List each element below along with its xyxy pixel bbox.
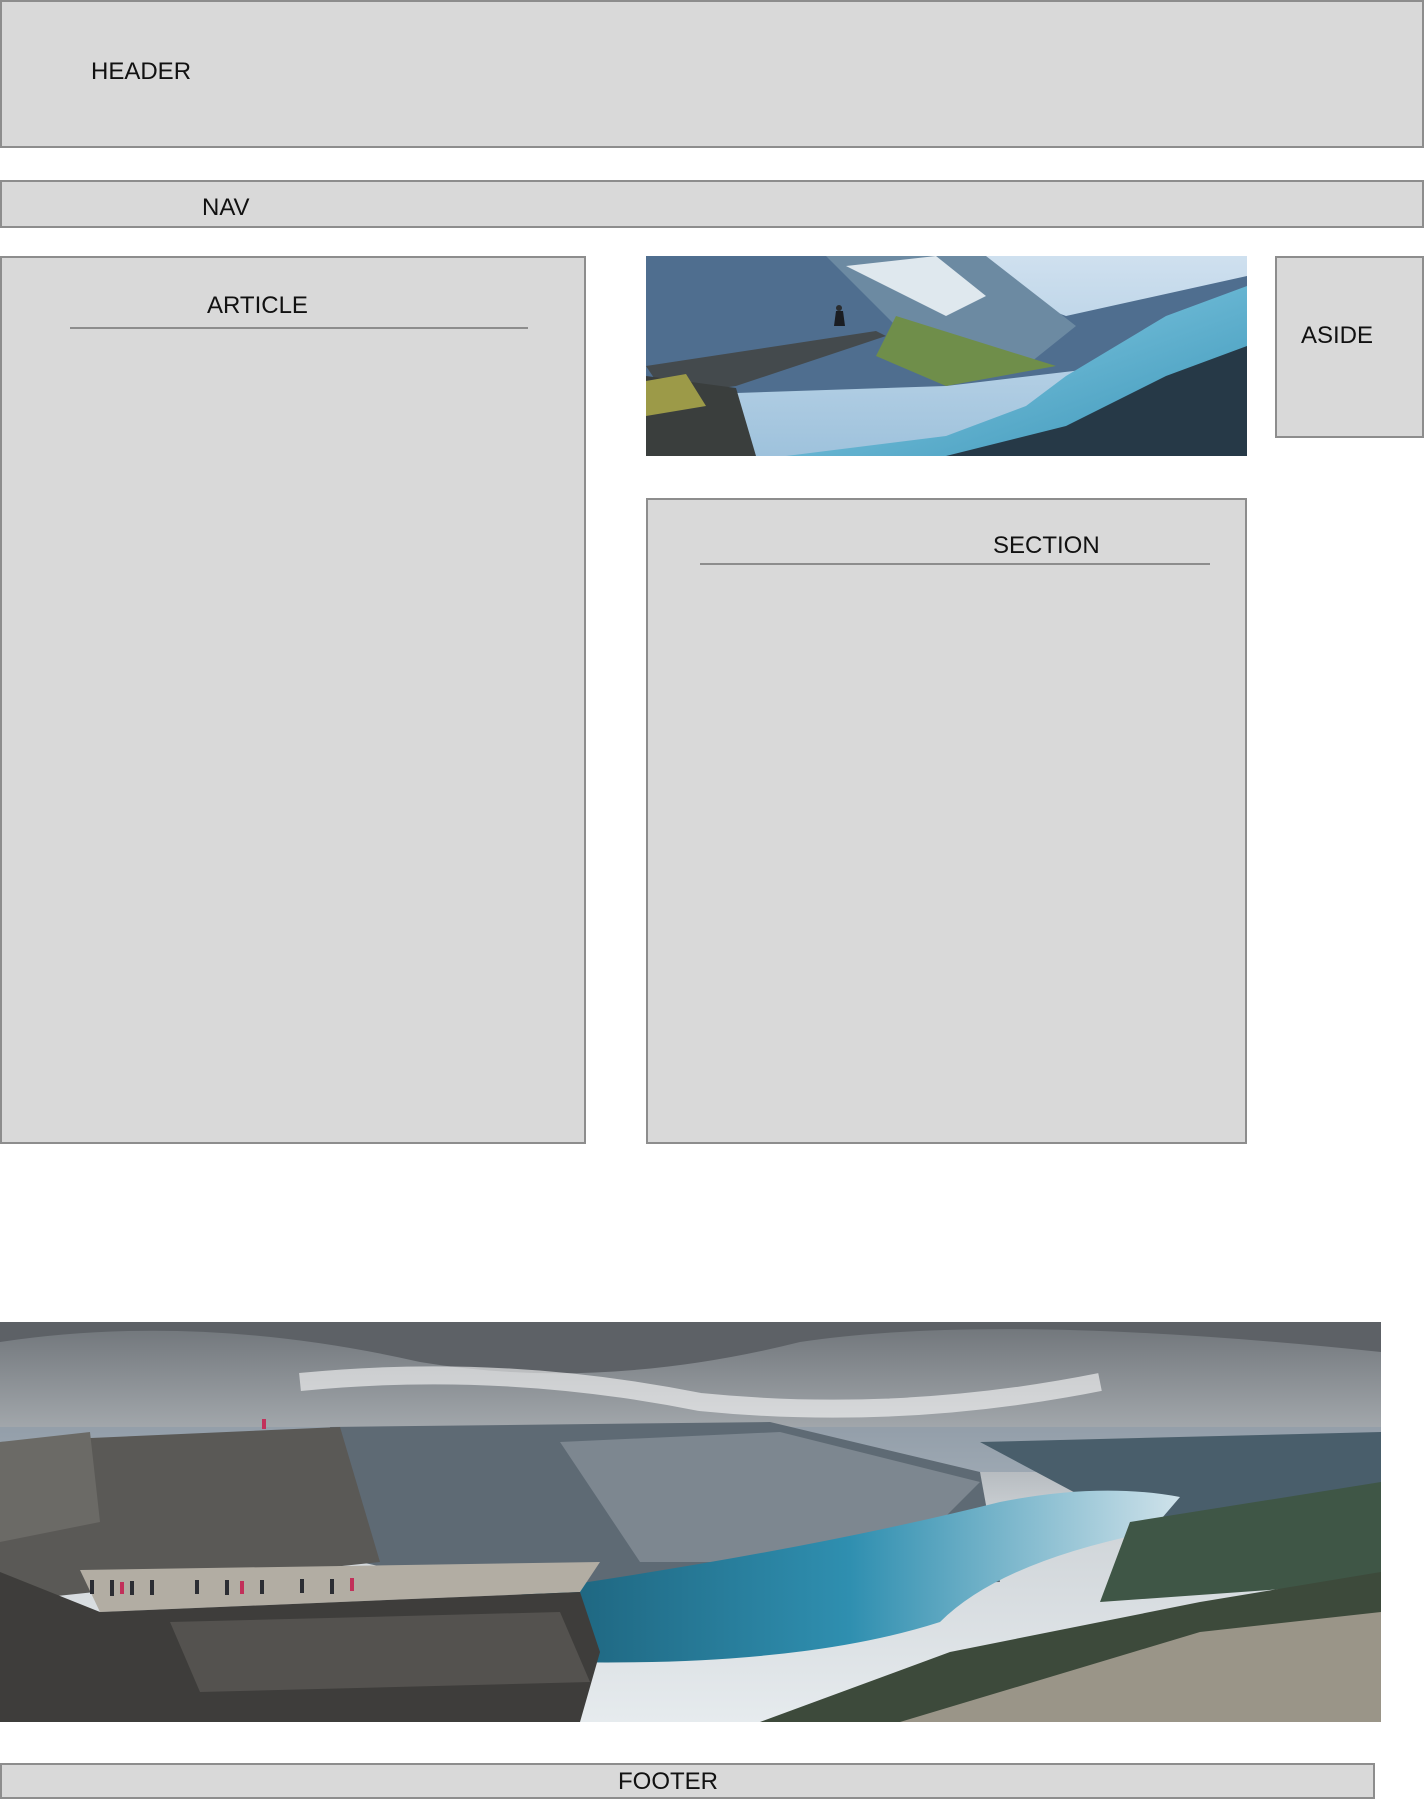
fjord-panorama-photo xyxy=(0,1322,1381,1722)
footer-label: FOOTER xyxy=(618,1768,718,1795)
section-heading: SECTION xyxy=(993,532,1100,559)
section-block: SECTION xyxy=(646,498,1247,1144)
article-heading: ARTICLE xyxy=(207,292,308,319)
aside-block: ASIDE xyxy=(1275,256,1424,438)
article-divider xyxy=(70,327,528,329)
aside-label: ASIDE xyxy=(1301,322,1374,349)
section-divider xyxy=(700,563,1210,565)
nav-block[interactable]: NAV xyxy=(0,180,1424,228)
header-label: HEADER xyxy=(91,58,192,85)
article-block: ARTICLE xyxy=(0,256,586,1144)
fjord-ledge-photo xyxy=(646,256,1247,456)
footer-block: FOOTER xyxy=(0,1763,1375,1799)
header-block: HEADER xyxy=(0,0,1424,148)
nav-label: NAV xyxy=(202,194,250,221)
